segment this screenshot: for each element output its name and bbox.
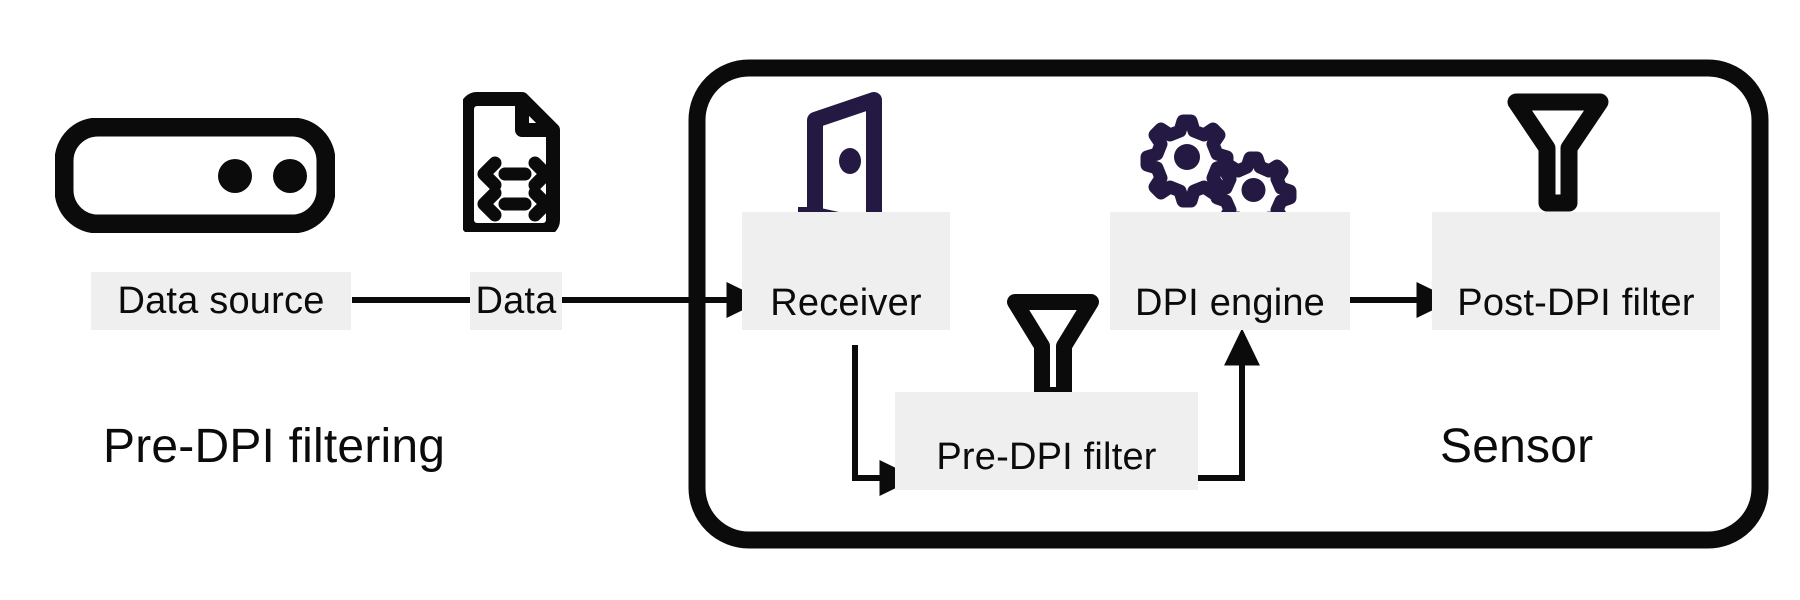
node-label-pre-dpi-filter-text: Pre-DPI filter [936, 436, 1157, 478]
node-label-post-dpi-filter-text: Post-DPI filter [1457, 282, 1695, 324]
funnel-icon [1503, 88, 1613, 223]
group-title-pre-dpi-filtering: Pre-DPI filtering [103, 420, 446, 473]
node-label-data-source: Data source [91, 272, 351, 330]
server-icon [55, 118, 335, 233]
edge-receiver-to-pre-dpi-filter [852, 345, 917, 496]
node-label-dpi-engine: DPI engine [1110, 212, 1350, 330]
edge-pre-dpi-filter-to-dpi-engine [1198, 328, 1260, 481]
node-label-receiver: Receiver [742, 212, 950, 330]
data-file-icon [463, 87, 567, 232]
node-label-receiver-text: Receiver [770, 282, 922, 324]
node-label-dpi-engine-text: DPI engine [1134, 282, 1325, 324]
group-title-sensor: Sensor [1440, 420, 1594, 473]
node-label-data: Data [470, 272, 562, 330]
node-label-post-dpi-filter: Post-DPI filter [1432, 212, 1720, 330]
node-label-pre-dpi-filter: Pre-DPI filter [895, 392, 1198, 490]
